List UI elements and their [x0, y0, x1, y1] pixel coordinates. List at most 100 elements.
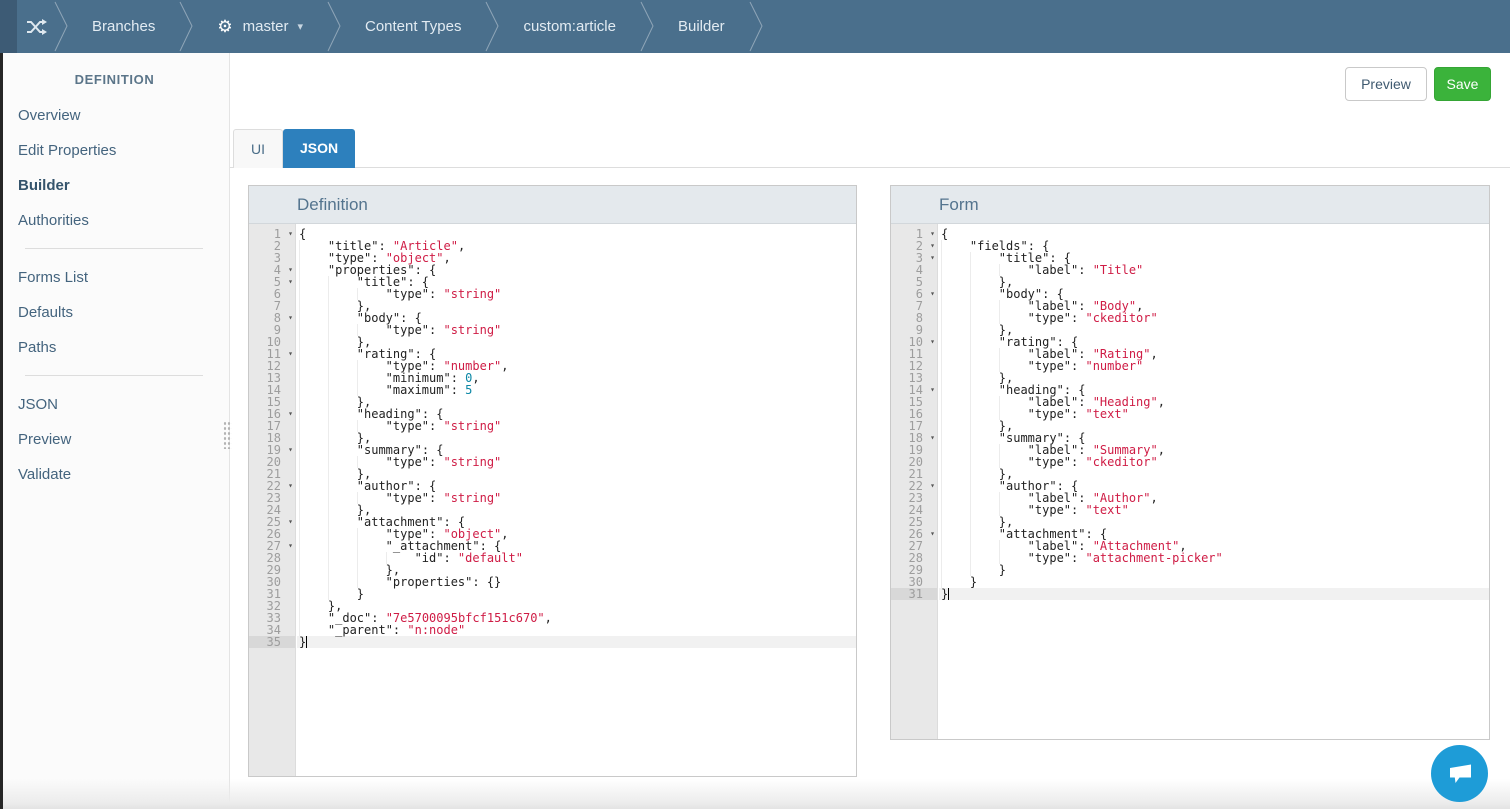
code-line[interactable]: "title": {: [297, 276, 856, 288]
sidebar-item-edit-properties[interactable]: Edit Properties: [18, 142, 117, 159]
fold-caret-icon[interactable]: ▾: [930, 481, 935, 490]
code-line[interactable]: {: [941, 227, 949, 241]
code-line[interactable]: "title": {: [939, 252, 1489, 264]
code-line[interactable]: "heading": {: [297, 408, 856, 420]
code-line[interactable]: }: [939, 564, 1489, 576]
breadcrumb-custom-article[interactable]: custom:article: [499, 18, 640, 35]
line-number[interactable]: 25▾: [266, 515, 293, 529]
code-line[interactable]: "type": "object",: [297, 528, 856, 540]
code-line[interactable]: "type": "number": [939, 360, 1489, 372]
breadcrumb-branches[interactable]: Branches: [68, 18, 179, 35]
code-line[interactable]: "type": "ckeditor": [939, 456, 1489, 468]
code-line[interactable]: },: [939, 420, 1489, 432]
line-number[interactable]: 22▾: [266, 479, 293, 493]
code-line[interactable]: "label": "Heading",: [939, 396, 1489, 408]
line-number[interactable]: 19▾: [266, 443, 293, 457]
code-line[interactable]: }: [297, 636, 856, 648]
code-line[interactable]: "maximum": 5: [297, 384, 856, 396]
code-line[interactable]: },: [297, 564, 856, 576]
tab-json[interactable]: JSON: [283, 129, 356, 168]
fold-caret-icon[interactable]: ▾: [288, 541, 293, 550]
fold-caret-icon[interactable]: ▾: [288, 481, 293, 490]
sidebar-item-validate[interactable]: Validate: [18, 466, 72, 483]
code-line[interactable]: },: [297, 336, 856, 348]
code-line[interactable]: "type": "object",: [297, 252, 856, 264]
code-line[interactable]: "label": "Summary",: [939, 444, 1489, 456]
breadcrumb-builder[interactable]: Builder: [654, 18, 749, 35]
code-line[interactable]: "properties": {: [297, 264, 856, 276]
code-line[interactable]: "_doc": "7e5700095bfcf151c670",: [297, 612, 856, 624]
code-line[interactable]: "author": {: [939, 480, 1489, 492]
fold-caret-icon[interactable]: ▾: [288, 445, 293, 454]
code-line[interactable]: "body": {: [297, 312, 856, 324]
line-number[interactable]: 8▾: [273, 311, 293, 325]
line-number[interactable]: 6▾: [915, 287, 935, 301]
code-line[interactable]: "fields": {: [939, 240, 1489, 252]
code-line[interactable]: "properties": {}: [297, 576, 856, 588]
code-line[interactable]: "_attachment": {: [297, 540, 856, 552]
line-number[interactable]: 1▾: [915, 227, 935, 241]
code-line[interactable]: "type": "ckeditor": [939, 312, 1489, 324]
fold-caret-icon[interactable]: ▾: [288, 349, 293, 358]
fold-caret-icon[interactable]: ▾: [288, 265, 293, 274]
code-line[interactable]: },: [939, 516, 1489, 528]
code-line[interactable]: },: [939, 372, 1489, 384]
code-line[interactable]: "attachment": {: [297, 516, 856, 528]
line-number[interactable]: 27▾: [266, 539, 293, 553]
line-number[interactable]: 22▾: [908, 479, 935, 493]
sidebar-item-authorities[interactable]: Authorities: [18, 212, 89, 229]
code-area[interactable]: {"title": "Article","type": "object","pr…: [297, 224, 856, 776]
code-line[interactable]: "rating": {: [939, 336, 1489, 348]
code-line[interactable]: },: [939, 468, 1489, 480]
line-number[interactable]: 14▾: [908, 383, 935, 397]
code-line[interactable]: "attachment": {: [939, 528, 1489, 540]
code-line[interactable]: "label": "Attachment",: [939, 540, 1489, 552]
chat-launcher-button[interactable]: [1431, 745, 1488, 802]
fold-caret-icon[interactable]: ▾: [930, 385, 935, 394]
code-line[interactable]: "type": "text": [939, 408, 1489, 420]
code-line[interactable]: "type": "string": [297, 492, 856, 504]
fold-caret-icon[interactable]: ▾: [930, 433, 935, 442]
fold-caret-icon[interactable]: ▾: [930, 241, 935, 250]
code-line[interactable]: "author": {: [297, 480, 856, 492]
line-number[interactable]: 26▾: [908, 527, 935, 541]
code-line[interactable]: },: [939, 324, 1489, 336]
code-line[interactable]: }: [939, 588, 1489, 600]
code-area[interactable]: {"fields": {"title": {"label": "Title"},…: [939, 224, 1489, 739]
sidebar-item-overview[interactable]: Overview: [18, 107, 81, 124]
code-line[interactable]: "type": "string": [297, 420, 856, 432]
sidebar-item-builder[interactable]: Builder: [18, 177, 70, 194]
line-number[interactable]: 5▾: [273, 275, 293, 289]
code-line[interactable]: {: [299, 227, 307, 241]
code-line[interactable]: },: [297, 600, 856, 612]
code-line[interactable]: },: [939, 276, 1489, 288]
code-line[interactable]: "type": "string": [297, 456, 856, 468]
code-line[interactable]: "title": "Article",: [297, 240, 856, 252]
code-line[interactable]: "label": "Author",: [939, 492, 1489, 504]
code-line[interactable]: "summary": {: [297, 444, 856, 456]
fold-caret-icon[interactable]: ▾: [930, 289, 935, 298]
fold-caret-icon[interactable]: ▾: [930, 229, 935, 238]
breadcrumb-branch-master[interactable]: ⚙ master ▾: [193, 18, 327, 35]
code-line[interactable]: },: [297, 300, 856, 312]
sidebar-item-paths[interactable]: Paths: [18, 339, 57, 356]
fold-caret-icon[interactable]: ▾: [288, 277, 293, 286]
sidebar-item-defaults[interactable]: Defaults: [18, 304, 74, 321]
code-line[interactable]: "type": "string": [297, 288, 856, 300]
sidebar-item-forms-list[interactable]: Forms List: [18, 269, 89, 286]
breadcrumb-content-types[interactable]: Content Types: [341, 18, 485, 35]
fold-caret-icon[interactable]: ▾: [930, 529, 935, 538]
fold-caret-icon[interactable]: ▾: [288, 229, 293, 238]
code-line[interactable]: "label": "Body",: [939, 300, 1489, 312]
code-line[interactable]: "label": "Rating",: [939, 348, 1489, 360]
sidebar-item-preview[interactable]: Preview: [18, 431, 72, 448]
sidebar-resize-grip[interactable]: [223, 421, 232, 449]
line-number[interactable]: 11▾: [266, 347, 293, 361]
line-number[interactable]: 18▾: [908, 431, 935, 445]
code-line[interactable]: }: [939, 576, 1489, 588]
shuffle-button[interactable]: [26, 17, 48, 37]
sidebar-item-json[interactable]: JSON: [18, 396, 59, 413]
code-line[interactable]: },: [297, 468, 856, 480]
code-line[interactable]: },: [297, 396, 856, 408]
